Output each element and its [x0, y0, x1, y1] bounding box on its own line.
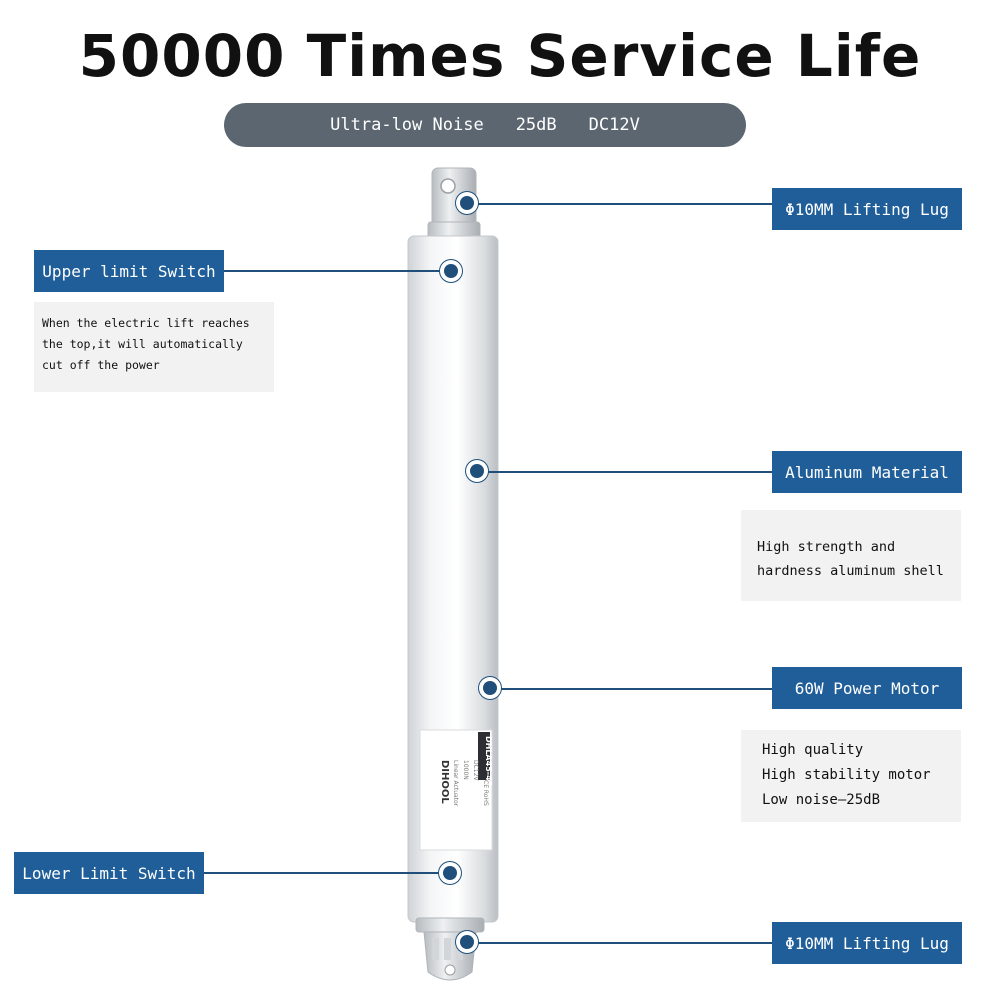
desc-line: hardness aluminum shell	[757, 563, 944, 579]
marker-upper-switch	[444, 264, 458, 278]
label-bottom-lug: Φ10MM Lifting Lug	[772, 922, 962, 964]
marker-aluminum	[470, 464, 484, 478]
connector-motor	[490, 688, 773, 690]
desc-line: High quality	[762, 742, 864, 758]
sticker-brand: DIHOOL	[439, 760, 450, 804]
marker-top-lug	[460, 196, 474, 210]
desc-line: High stability motor	[762, 767, 931, 783]
connector-top-lug	[467, 203, 773, 205]
sticker-product: Linear Actuator	[452, 760, 459, 807]
linear-actuator-image: DHLA45-45 DIHOOL Linear Actuator 1000N D…	[407, 167, 499, 981]
label-top-lug: Φ10MM Lifting Lug	[772, 188, 962, 230]
product-sticker: DHLA45-45 DIHOOL Linear Actuator 1000N D…	[419, 729, 493, 851]
label-aluminum: Aluminum Material	[772, 451, 962, 493]
desc-motor: High quality High stability motor Low no…	[741, 730, 961, 822]
desc-line: High strength and	[757, 539, 896, 555]
connector-lower-switch	[202, 872, 450, 874]
spec-db: 25dB	[515, 115, 557, 135]
sticker-model: DHLA45-45	[484, 736, 493, 787]
desc-line: the top,it will automatically	[42, 337, 243, 351]
desc-line: When the electric lift reaches	[42, 316, 250, 330]
sticker-cert: CE RoHS	[482, 780, 489, 806]
label-motor: 60W Power Motor	[772, 667, 962, 709]
marker-bottom-lug	[460, 935, 474, 949]
label-upper-switch: Upper limit Switch	[34, 250, 224, 292]
connector-upper-switch	[222, 270, 451, 272]
spec-voltage: DC12V	[588, 115, 640, 135]
spec-bar: Ultra-low Noise 25dB DC12V	[224, 103, 746, 147]
page-title: 50000 Times Service Life	[78, 22, 922, 90]
label-lower-switch: Lower Limit Switch	[14, 852, 204, 894]
desc-line: cut off the power	[42, 358, 160, 372]
sticker-capacity: 1000N	[462, 760, 469, 780]
desc-line: Low noise—25dB	[762, 792, 881, 808]
connector-aluminum	[477, 471, 773, 473]
connector-bottom-lug	[467, 942, 773, 944]
marker-motor	[483, 681, 497, 695]
spec-noise: Ultra-low Noise	[330, 115, 484, 135]
marker-lower-switch	[443, 866, 457, 880]
desc-upper-switch: When the electric lift reaches the top,i…	[34, 302, 274, 392]
desc-aluminum: High strength and hardness aluminum shel…	[741, 510, 961, 601]
sticker-voltage: DC12V	[472, 760, 479, 781]
